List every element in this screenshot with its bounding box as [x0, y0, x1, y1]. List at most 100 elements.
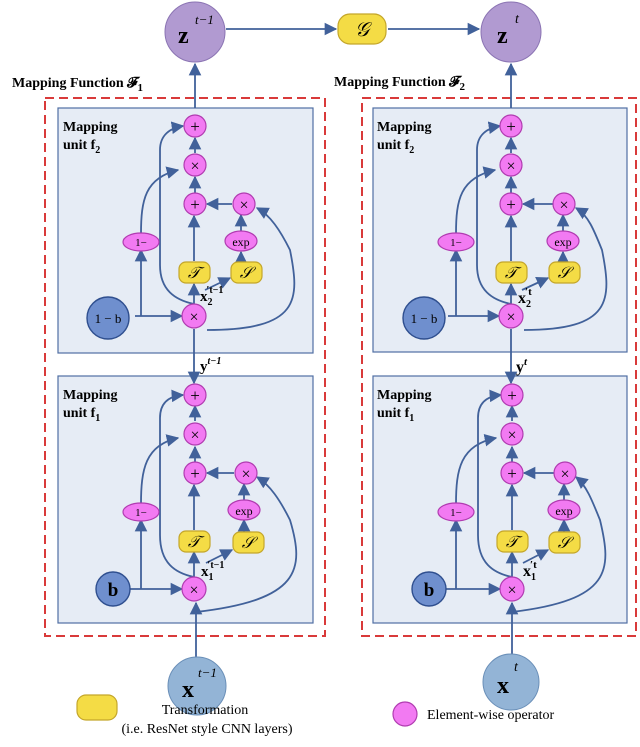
- mapping-function-1-title: Mapping Function 𝓕1: [12, 75, 143, 94]
- svg-text:b: b: [108, 580, 119, 601]
- op-exp-f1-left: exp: [227, 499, 261, 521]
- op-times-f1-right: ×: [500, 422, 524, 446]
- z-curr-sup: t: [515, 12, 520, 27]
- svg-text:+: +: [507, 464, 517, 483]
- unit-f1-right-line1: Mapping: [377, 388, 431, 403]
- op-plus-mid-f2-right: +: [499, 192, 523, 216]
- g-label: 𝒢: [355, 19, 373, 41]
- node-1-minus-b-right: 1 − b: [402, 296, 446, 340]
- op-plus-mid-f1-right: +: [500, 461, 524, 485]
- svg-text:×: ×: [560, 466, 569, 483]
- svg-text:×: ×: [507, 582, 516, 599]
- op-exp-f1-right: exp: [547, 499, 581, 521]
- svg-text:1−: 1−: [450, 507, 462, 519]
- op-exp-f2-left: exp: [224, 230, 258, 252]
- g-transform: 𝒢: [337, 13, 387, 45]
- transform-t-f2-left: 𝒯: [178, 261, 211, 284]
- x1-label-right: x1′t: [523, 559, 537, 583]
- svg-text:+: +: [506, 117, 516, 136]
- transform-s-f1-left: 𝒮: [232, 531, 265, 554]
- op-times-side-f2-left: ×: [232, 192, 256, 216]
- svg-text:+: +: [506, 195, 516, 214]
- op-times-bottom-f1-left: ×: [181, 576, 207, 602]
- svg-text:+: +: [507, 386, 517, 405]
- legend: Transformation (i.e. ResNet style CNN la…: [76, 694, 554, 737]
- svg-text:x: x: [182, 677, 194, 703]
- transform-s-f2-left: 𝒮: [230, 261, 263, 284]
- unit-f1-left-line1: Mapping: [63, 388, 117, 403]
- mapping-function-2-title: Mapping Function 𝓕2: [334, 74, 465, 93]
- legend-operator-swatch: [392, 701, 418, 727]
- transform-s-f2-right: 𝒮: [548, 261, 581, 284]
- svg-text:+: +: [190, 464, 200, 483]
- unit-f2-left-line1: Mapping: [63, 120, 117, 135]
- svg-text:1−: 1−: [135, 237, 147, 249]
- svg-text:+: +: [190, 386, 200, 405]
- op-times-f2-right: ×: [499, 153, 523, 177]
- op-times-bottom-f2-left: ×: [181, 303, 207, 329]
- svg-text:1 − b: 1 − b: [411, 311, 438, 326]
- op-one-minus-f2-left: 1−: [122, 232, 160, 252]
- z-curr-node: z t: [480, 1, 542, 63]
- mapping-function-2: Mapping Function 𝓕2 Mapping unit f2 Mapp…: [334, 62, 637, 711]
- y-label-right: yt: [516, 356, 528, 376]
- op-plus-mid-f2-left: +: [183, 192, 207, 216]
- unit-f2-right-line2: unit f2: [377, 138, 414, 156]
- op-plus-top-f2-right: +: [499, 114, 523, 138]
- z-prev-node: z t−1: [164, 1, 226, 63]
- op-one-minus-f2-right: 1−: [437, 232, 475, 252]
- input-node-left: x t−1: [167, 656, 227, 716]
- y-label-left: yt−1: [200, 356, 221, 375]
- op-times-side-f1-left: ×: [234, 461, 258, 485]
- legend-elementwise: Element-wise operator: [427, 708, 554, 723]
- svg-text:b: b: [424, 580, 435, 601]
- op-exp-f2-right: exp: [546, 230, 580, 252]
- svg-text:1 − b: 1 − b: [95, 311, 122, 326]
- svg-text:1−: 1−: [450, 237, 462, 249]
- op-times-bottom-f2-right: ×: [498, 303, 524, 329]
- x2-label-right: x2′t: [518, 286, 532, 310]
- op-plus-mid-f1-left: +: [183, 461, 207, 485]
- svg-text:×: ×: [190, 427, 199, 444]
- legend-transform-line2: (i.e. ResNet style CNN layers): [121, 722, 292, 737]
- svg-text:×: ×: [190, 158, 199, 175]
- legend-transform-swatch: [76, 694, 118, 721]
- svg-text:x: x: [497, 673, 509, 699]
- mapping-function-1: Mapping Function 𝓕1 Mapping unit f2 Mapp…: [12, 62, 326, 716]
- svg-text:1−: 1−: [135, 507, 147, 519]
- svg-text:×: ×: [241, 466, 250, 483]
- svg-text:t: t: [514, 660, 519, 675]
- op-times-f2-left: ×: [183, 153, 207, 177]
- unit-f2-left-line2: unit f2: [63, 138, 100, 156]
- op-times-bottom-f1-right: ×: [499, 576, 525, 602]
- svg-text:×: ×: [506, 158, 515, 175]
- op-times-side-f2-right: ×: [552, 192, 576, 216]
- svg-text:×: ×: [189, 582, 198, 599]
- op-times-side-f1-right: ×: [553, 461, 577, 485]
- z-prev-label: z: [178, 23, 189, 49]
- legend-transform-line1: Transformation: [162, 703, 249, 718]
- transform-s-f1-right: 𝒮: [548, 531, 581, 554]
- op-one-minus-f1-left: 1−: [122, 502, 160, 522]
- unit-f1-left-line2: unit f1: [63, 406, 100, 424]
- svg-text:×: ×: [189, 309, 198, 326]
- op-plus-top-f1-right: +: [500, 383, 524, 407]
- svg-text:exp: exp: [235, 504, 252, 518]
- op-plus-top-f2-left: +: [183, 114, 207, 138]
- node-b-right: b: [411, 571, 447, 607]
- op-one-minus-f1-right: 1−: [437, 502, 475, 522]
- svg-text:×: ×: [506, 309, 515, 326]
- unit-f1-right-line2: unit f1: [377, 406, 414, 424]
- node-b-left: b: [95, 571, 131, 607]
- input-node-right: x t: [482, 653, 540, 711]
- svg-text:×: ×: [239, 197, 248, 214]
- op-times-f1-left: ×: [183, 422, 207, 446]
- x2-label-left: x2′t−1: [200, 285, 223, 308]
- mapping-function-1-frame: [44, 97, 326, 637]
- svg-text:exp: exp: [232, 235, 249, 249]
- transform-t-f2-right: 𝒯: [495, 261, 528, 284]
- unit-f2-right-line1: Mapping: [377, 120, 431, 135]
- x1-label-left: x1′t−1: [201, 560, 224, 583]
- z-prev-sup: t−1: [195, 12, 214, 27]
